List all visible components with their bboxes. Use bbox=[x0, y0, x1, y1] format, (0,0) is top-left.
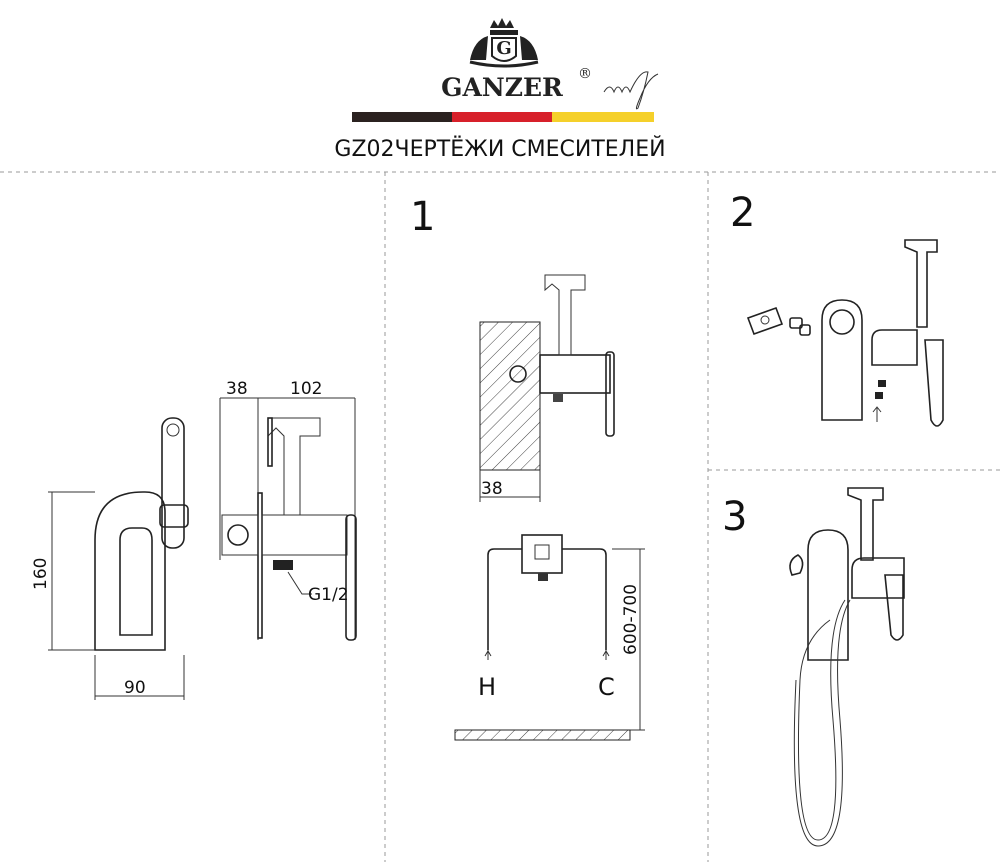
flag-stripe bbox=[352, 112, 654, 122]
brand-name: GANZER bbox=[441, 73, 563, 102]
front-view: 160 90 bbox=[31, 417, 189, 700]
dim-width: 90 bbox=[124, 678, 146, 698]
exploded-view bbox=[746, 239, 944, 427]
label-cold: C bbox=[598, 673, 615, 701]
installation-section: 38 600-700 H C bbox=[454, 274, 645, 741]
brand-logo: G GANZER ® bbox=[441, 18, 659, 110]
step-number-1: 1 bbox=[410, 194, 435, 240]
side-view: 38 102 G1/2 bbox=[219, 379, 357, 641]
dim-wall-depth: 38 bbox=[226, 379, 248, 399]
registered-mark: ® bbox=[578, 66, 592, 82]
dim-install-height: 600-700 bbox=[621, 584, 641, 655]
step-number-2: 2 bbox=[730, 190, 755, 236]
signature bbox=[603, 71, 659, 110]
label-hot: H bbox=[478, 673, 496, 701]
assembled-view bbox=[789, 487, 905, 847]
svg-text:G: G bbox=[496, 38, 511, 59]
dim-height: 160 bbox=[31, 558, 51, 590]
dim-body-depth: 102 bbox=[290, 379, 322, 399]
dim-thread: G1/2 bbox=[308, 585, 349, 605]
dim-install-depth: 38 bbox=[481, 479, 503, 499]
page-title: GZ02ЧЕРТЁЖИ СМЕСИТЕЛЕЙ bbox=[334, 136, 665, 162]
step-number-3: 3 bbox=[722, 494, 747, 540]
